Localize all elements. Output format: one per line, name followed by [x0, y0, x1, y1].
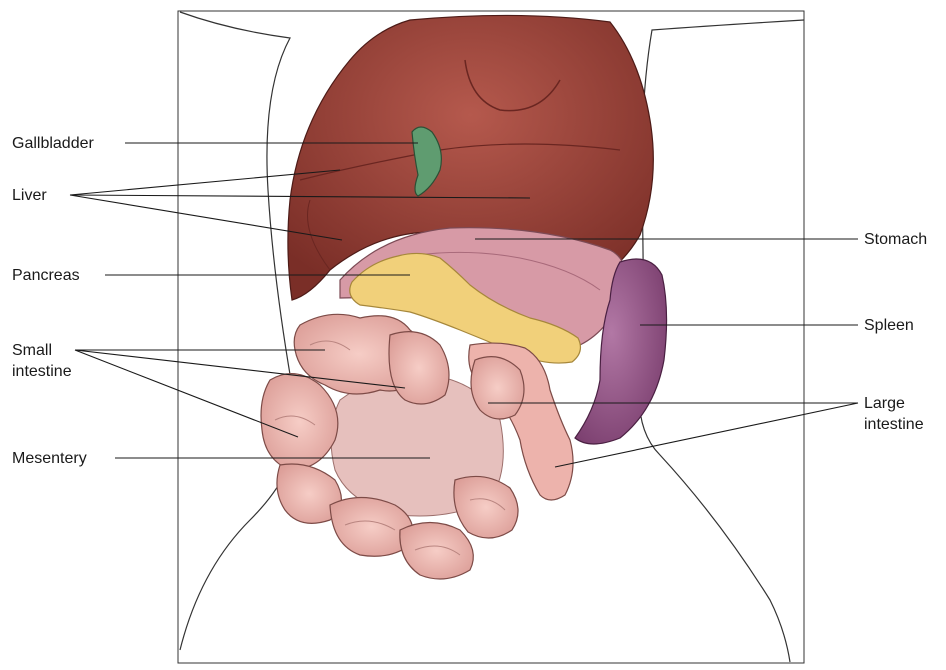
- label-pancreas: Pancreas: [12, 265, 80, 286]
- label-large-intestine: Large intestine: [864, 393, 924, 435]
- label-spleen: Spleen: [864, 315, 914, 336]
- label-small-intestine: Small intestine: [12, 340, 72, 382]
- label-gallbladder: Gallbladder: [12, 133, 94, 154]
- body-outline-left: [180, 12, 298, 650]
- label-mesentery: Mesentery: [12, 448, 87, 469]
- label-stomach: Stomach: [864, 229, 927, 250]
- label-liver: Liver: [12, 185, 47, 206]
